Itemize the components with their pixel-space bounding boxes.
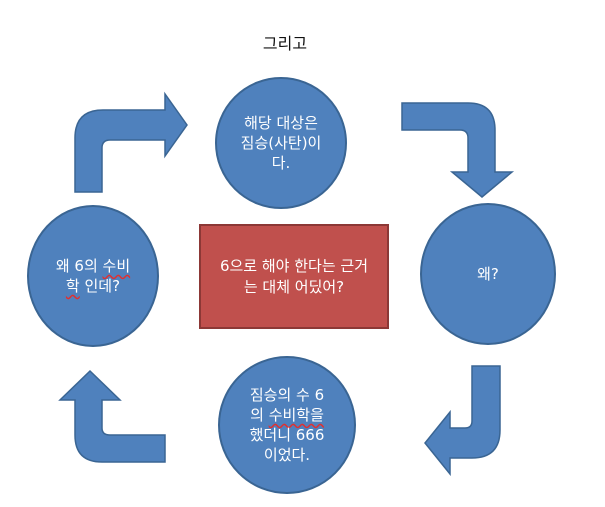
arrow-right-to-bottom (424, 365, 501, 477)
node-left-line1-pre: 왜 6의 (55, 256, 103, 275)
node-left-misspelled-2: 학 (65, 277, 80, 295)
node-bottom-line4: 이었다. (263, 446, 311, 465)
node-bottom-line2: 의 수비학을 (250, 405, 325, 425)
node-bottom-misspelled: 수비학을 (268, 405, 324, 424)
node-left-line2-post: 인데? (79, 277, 121, 295)
arrow-left-to-top (74, 91, 188, 193)
node-top-text: 해당 대상은 짐승(사탄)이 다. (240, 113, 322, 173)
node-bottom-circle: 짐승의 수 6 의 수비학을 했더니 666 이었다. (218, 356, 356, 494)
node-bottom-line3: 했더니 666 (249, 426, 325, 444)
node-bottom-text: 짐승의 수 6 의 수비학을 했더니 666 이었다. (250, 385, 325, 466)
node-left-text: 왜 6의 수비 학 인데? (56, 256, 130, 297)
node-left-line2: 학 인데? (56, 276, 130, 296)
node-top-circle: 해당 대상은 짐승(사탄)이 다. (215, 77, 347, 209)
center-question-box: 6으로 해야 한다는 근거 는 대체 어딨어? (199, 224, 389, 329)
node-bottom-line2-pre: 의 (250, 405, 269, 424)
node-bottom-line1: 짐승의 수 6 (249, 385, 325, 404)
node-left-misspelled-1: 수비 (102, 256, 131, 275)
arrow-bottom-to-left (58, 369, 166, 463)
node-left-line1: 왜 6의 수비 (56, 256, 130, 276)
center-question-text: 6으로 해야 한다는 근거 는 대체 어딨어? (219, 256, 369, 296)
arrow-top-to-right (401, 102, 515, 198)
node-left-circle: 왜 6의 수비 학 인데? (27, 205, 159, 347)
node-right-circle: 왜? (420, 203, 556, 345)
node-right-text: 왜? (477, 264, 499, 283)
caption: 그리고 (262, 34, 308, 53)
